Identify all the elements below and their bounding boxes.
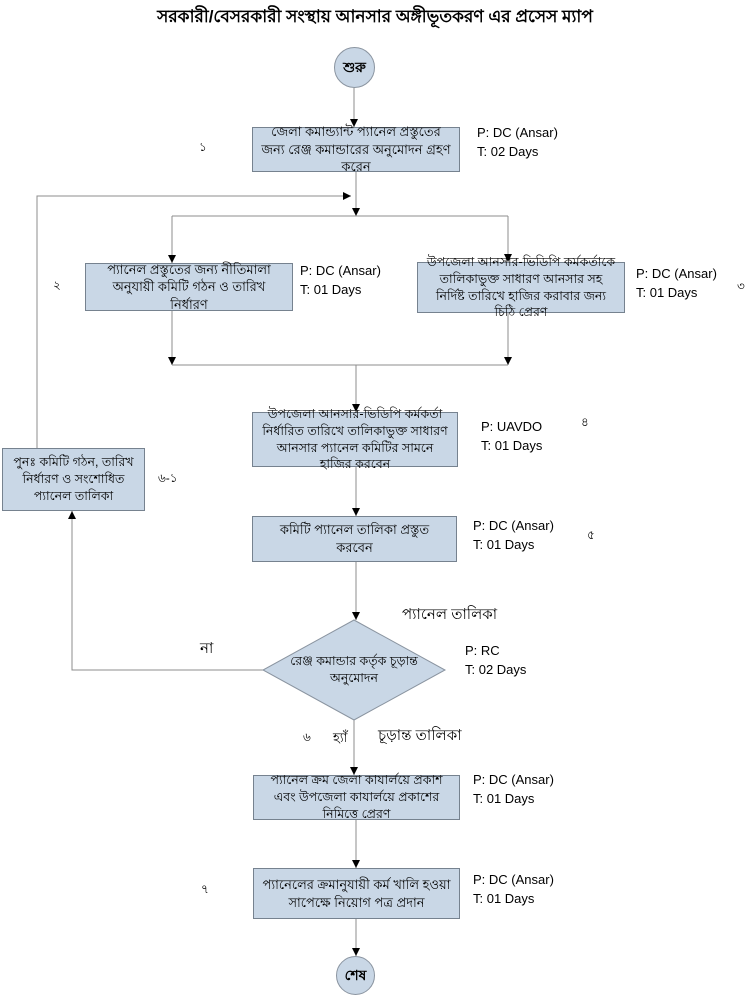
annotation-s5-p: P: DC (Ansar) (473, 518, 554, 533)
annotation-decision-t: T: 02 Days (465, 661, 527, 677)
annotation-s7-t: T: 01 Days (473, 890, 535, 906)
process-box-3: উপজেলা আনসার-ভিডিপি কর্মকর্তাকে তালিকাভু… (417, 255, 625, 319)
annotation-s3-p: P: DC (Ansar) (636, 266, 717, 281)
step-number-6-1: ৬-১ (158, 471, 178, 485)
edge-no-to-rework (68, 511, 263, 671)
connectors (36, 88, 512, 956)
annotation-s7: P: DC (Ansar) T: 01 Days (473, 871, 554, 909)
annotation-s6-t: T: 01 Days (473, 790, 535, 806)
step-number-1: ১ (199, 140, 207, 154)
step-number-3: ৩ (737, 279, 745, 293)
process-box-5: কমিটি প্যানেল তালিকা প্রস্তুত করবেন (252, 516, 457, 562)
annotation-s7-p: P: DC (Ansar) (473, 872, 554, 887)
annotation-s5: P: DC (Ansar) T: 01 Days (473, 517, 554, 555)
annotation-s3-t: T: 01 Days (636, 284, 698, 300)
page-title: সরকারী/বেসরকারী সংস্থায় আনসার অঙ্গীভূতক… (157, 7, 593, 26)
annotation-decision: P: RC T: 02 Days (465, 642, 526, 680)
start-node: শুরু (334, 47, 375, 88)
annotation-s4-t: T: 01 Days (481, 437, 543, 453)
process-box-4: উপজেলা আনসার-ভিডিপি কর্মকর্তা নির্ধারিত … (252, 407, 458, 471)
annotation-s4: P: UAVDO T: 01 Days (481, 418, 542, 456)
process-box-7: প্যানেলের ক্রমানুযায়ী কর্ম খালি হওয়া স… (253, 868, 460, 919)
edge-label-no: না (200, 640, 214, 657)
step-number-5: ৫ (587, 528, 595, 542)
annotation-s6: P: DC (Ansar) T: 01 Days (473, 771, 554, 809)
annotation-s2-t: T: 01 Days (300, 281, 362, 297)
decision-text: রেঞ্জ কমান্ডার কর্তৃক চূড়ান্ত অনুমোদন (290, 653, 418, 686)
annotation-s4-p: P: UAVDO (481, 419, 543, 434)
edge-label-panel-list: প্যানেল তালিকা (402, 606, 498, 623)
edge-label-final-list: চূড়ান্ত তালিকা (378, 727, 462, 744)
rework-box: পুনঃ কমিটি গঠন, তারিখ নির্ধারণ ও সংশোধিত… (2, 448, 145, 511)
annotation-decision-p: P: RC (465, 643, 500, 658)
annotation-s1-p: P: DC (Ansar) (477, 125, 558, 140)
process-box-6: প্যানেল ক্রম জেলা কাযার্লয়ে প্রকাশ এবং … (253, 773, 460, 821)
annotation-s2-p: P: DC (Ansar) (300, 263, 381, 278)
annotation-s6-p: P: DC (Ansar) (473, 772, 554, 787)
annotation-s5-t: T: 01 Days (473, 536, 535, 552)
step-number-6: ৬ (303, 730, 311, 744)
process-box-2: প্যানেল প্রস্তুতের জন্য নীতিমালা অনুযায়… (85, 262, 293, 312)
edge-rework-to-branch (36, 192, 351, 448)
annotation-s1-t: T: 02 Days (477, 143, 539, 159)
end-node: শেষ (336, 956, 375, 995)
edge-label-yes: হ্যাঁ (333, 730, 348, 745)
step-number-2: ২ (53, 278, 61, 292)
process-box-1: জেলা কমান্ড্যান্ট প্যানেল প্রস্তুতের জন্… (252, 124, 460, 174)
annotation-s1: P: DC (Ansar) T: 02 Days (477, 124, 558, 162)
annotation-s3: P: DC (Ansar) T: 01 Days (636, 265, 717, 303)
decision-diamond (261, 619, 447, 721)
annotation-s2: P: DC (Ansar) T: 01 Days (300, 262, 381, 300)
step-number-7: ৭ (201, 882, 209, 896)
step-number-4: ৪ (581, 415, 589, 429)
